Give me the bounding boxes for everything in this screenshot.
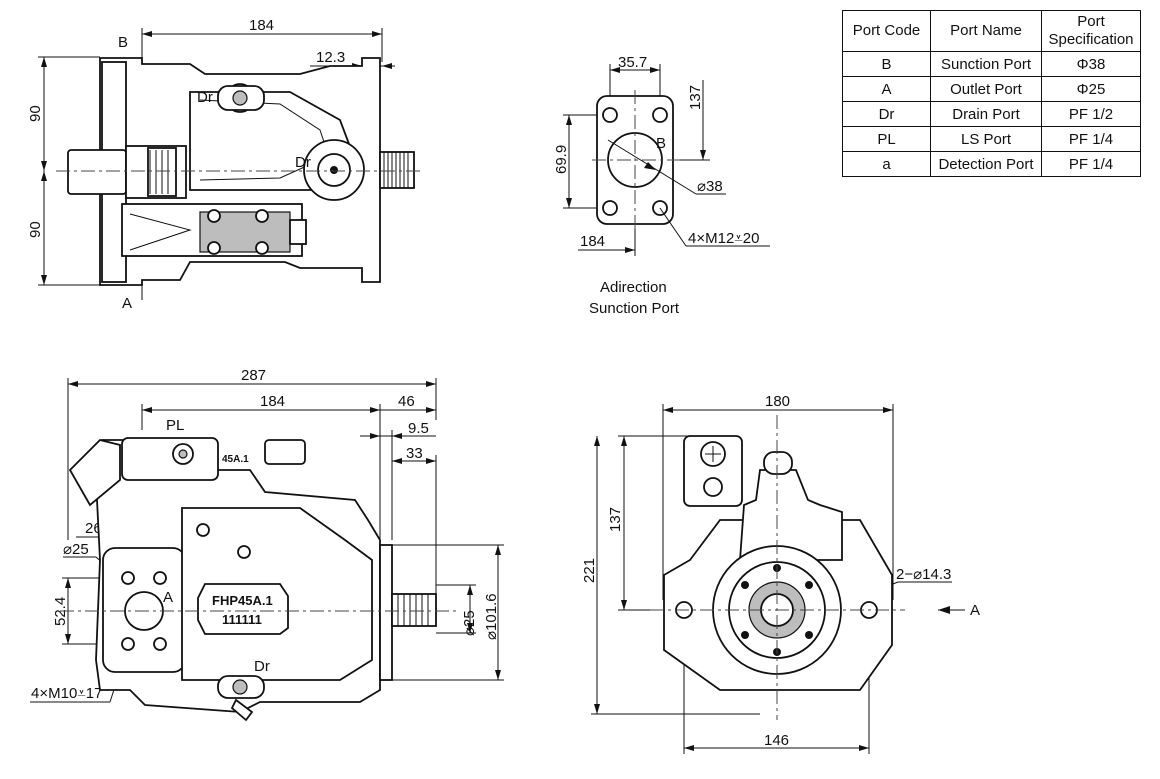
- side-stamp: 45A.1: [222, 454, 249, 465]
- side-dim-33: 33: [406, 445, 423, 462]
- top-dim-90-upper: 90: [27, 105, 44, 122]
- port-dim-184: 184: [580, 233, 605, 250]
- top-view: 184 12.3 90 90 B A: [27, 17, 422, 312]
- port-caption-line2: Sunction Port: [589, 300, 680, 317]
- side-dim-184: 184: [260, 393, 285, 410]
- port-table: Port Code Port Name Port Specification B…: [842, 10, 1141, 177]
- port-dim-69-9: 69.9: [553, 145, 570, 174]
- header-port-spec: Port Specification: [1041, 10, 1141, 52]
- cell-name: Sunction Port: [930, 51, 1042, 77]
- port-label-b: B: [656, 135, 666, 152]
- front-view: 180 137 221 146 2−⌀14.3 A: [581, 393, 980, 754]
- cell-spec: PF 1/2: [1041, 101, 1141, 127]
- port-dim-137: 137: [687, 85, 704, 110]
- top-dim-184: 184: [249, 17, 274, 34]
- side-dim-shaft: ⌀25: [461, 610, 478, 636]
- header-port-code: Port Code: [842, 10, 931, 52]
- cell-name: LS Port: [930, 126, 1042, 152]
- side-plate-line1: FHP45A.1: [212, 593, 273, 608]
- header-port-name: Port Name: [930, 10, 1042, 52]
- side-dim-pilot: ⌀101.6: [483, 593, 500, 640]
- side-thread: 4×M10⩡17: [31, 685, 102, 702]
- cell-code: B: [842, 51, 931, 77]
- front-dim-holes: 2−⌀14.3: [896, 566, 951, 583]
- cell-spec: Φ38: [1041, 51, 1141, 77]
- port-dim-35-7: 35.7: [618, 54, 647, 71]
- top-label-a: A: [122, 295, 132, 312]
- front-dim-221: 221: [581, 558, 598, 583]
- table-row: A Outlet Port Φ25: [842, 76, 1141, 102]
- table-row: a Detection Port PF 1/4: [842, 151, 1141, 177]
- side-dim-9-5: 9.5: [408, 420, 429, 437]
- cell-name: Detection Port: [930, 151, 1042, 177]
- cell-code: Dr: [842, 101, 931, 127]
- port-dim-38: ⌀38: [697, 178, 723, 195]
- top-label-b: B: [118, 34, 128, 51]
- front-dim-146: 146: [764, 732, 789, 749]
- cell-spec: Φ25: [1041, 76, 1141, 102]
- top-dim-90-lower: 90: [27, 221, 44, 238]
- side-dim-dia25-left: ⌀25: [63, 541, 89, 558]
- front-label-a: A: [970, 602, 980, 619]
- table-row: Dr Drain Port PF 1/2: [842, 101, 1141, 127]
- cell-name: Outlet Port: [930, 76, 1042, 102]
- side-label-a: A: [163, 589, 173, 606]
- port-detail-view: 35.7 137 69.9 184 B ⌀38 4×: [553, 54, 770, 317]
- side-view: 287 184 46 9.5 33 26.2 ⌀25: [30, 367, 504, 722]
- cell-code: PL: [842, 126, 931, 152]
- port-table-header: Port Code Port Name Port Specification: [842, 10, 1141, 52]
- front-dim-180: 180: [765, 393, 790, 410]
- port-thread: 4×M12⩡20: [688, 230, 759, 247]
- cell-code: a: [842, 151, 931, 177]
- side-label-dr: Dr: [254, 658, 270, 675]
- cell-name: Drain Port: [930, 101, 1042, 127]
- top-label-dr2: Dr: [295, 154, 311, 171]
- cell-spec: PF 1/4: [1041, 126, 1141, 152]
- top-dim-12-3: 12.3: [316, 49, 345, 66]
- side-dim-46: 46: [398, 393, 415, 410]
- cell-spec: PF 1/4: [1041, 151, 1141, 177]
- side-plate-line2: 111111: [222, 612, 262, 627]
- side-dim-287: 287: [241, 367, 266, 384]
- side-label-pl: PL: [166, 417, 184, 434]
- front-dim-137: 137: [607, 507, 624, 532]
- port-caption-line1: Adirection: [600, 279, 667, 296]
- table-row: PL LS Port PF 1/4: [842, 126, 1141, 152]
- table-row: B Sunction Port Φ38: [842, 51, 1141, 77]
- cell-code: A: [842, 76, 931, 102]
- top-label-dr1: Dr: [197, 89, 213, 106]
